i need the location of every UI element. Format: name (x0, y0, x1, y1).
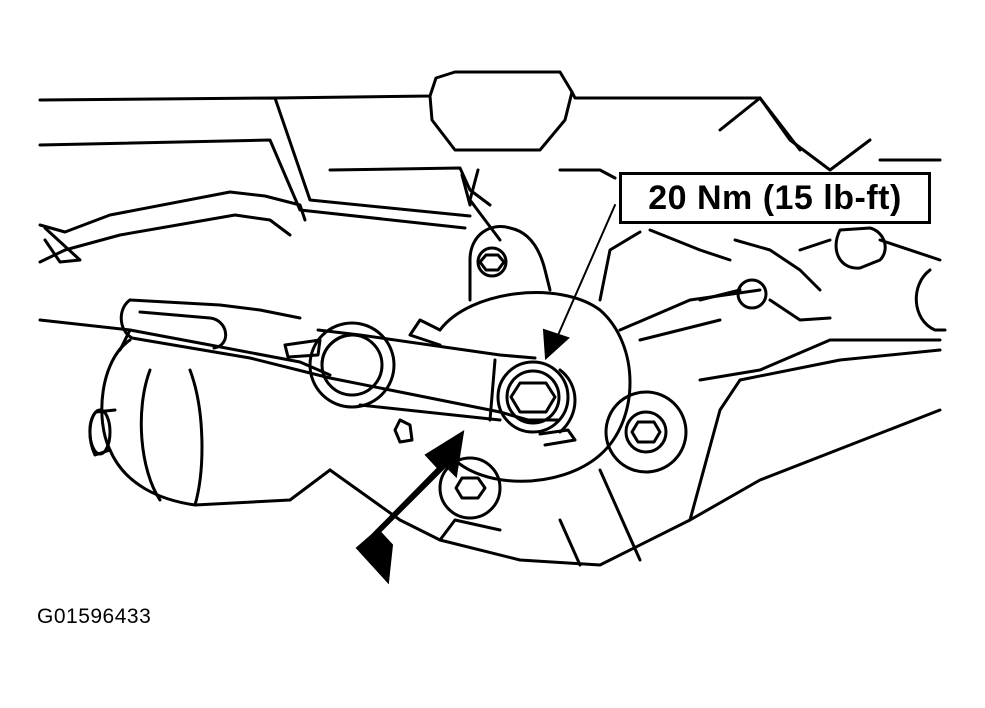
upper-bracket (38, 70, 872, 230)
callout-leader-line (554, 204, 616, 343)
crank-arm (119, 298, 560, 422)
center-bolt (496, 360, 577, 447)
figure-id: G01596433 (37, 605, 152, 628)
right-linkage (698, 96, 947, 332)
ball-joint (308, 321, 396, 409)
torque-callout: 20 Nm (15 lb-ft) (619, 172, 931, 224)
torque-spec-label: 20 Nm (15 lb-ft) (648, 178, 902, 217)
right-mount-bolt (604, 390, 688, 474)
callout-arrowhead (542, 328, 570, 361)
pivot-housing (408, 168, 632, 483)
lower-frame (328, 228, 942, 567)
lower-mount-bolt (393, 418, 502, 520)
wiper-motor-body (88, 338, 332, 507)
pointer-arrow (355, 429, 465, 585)
